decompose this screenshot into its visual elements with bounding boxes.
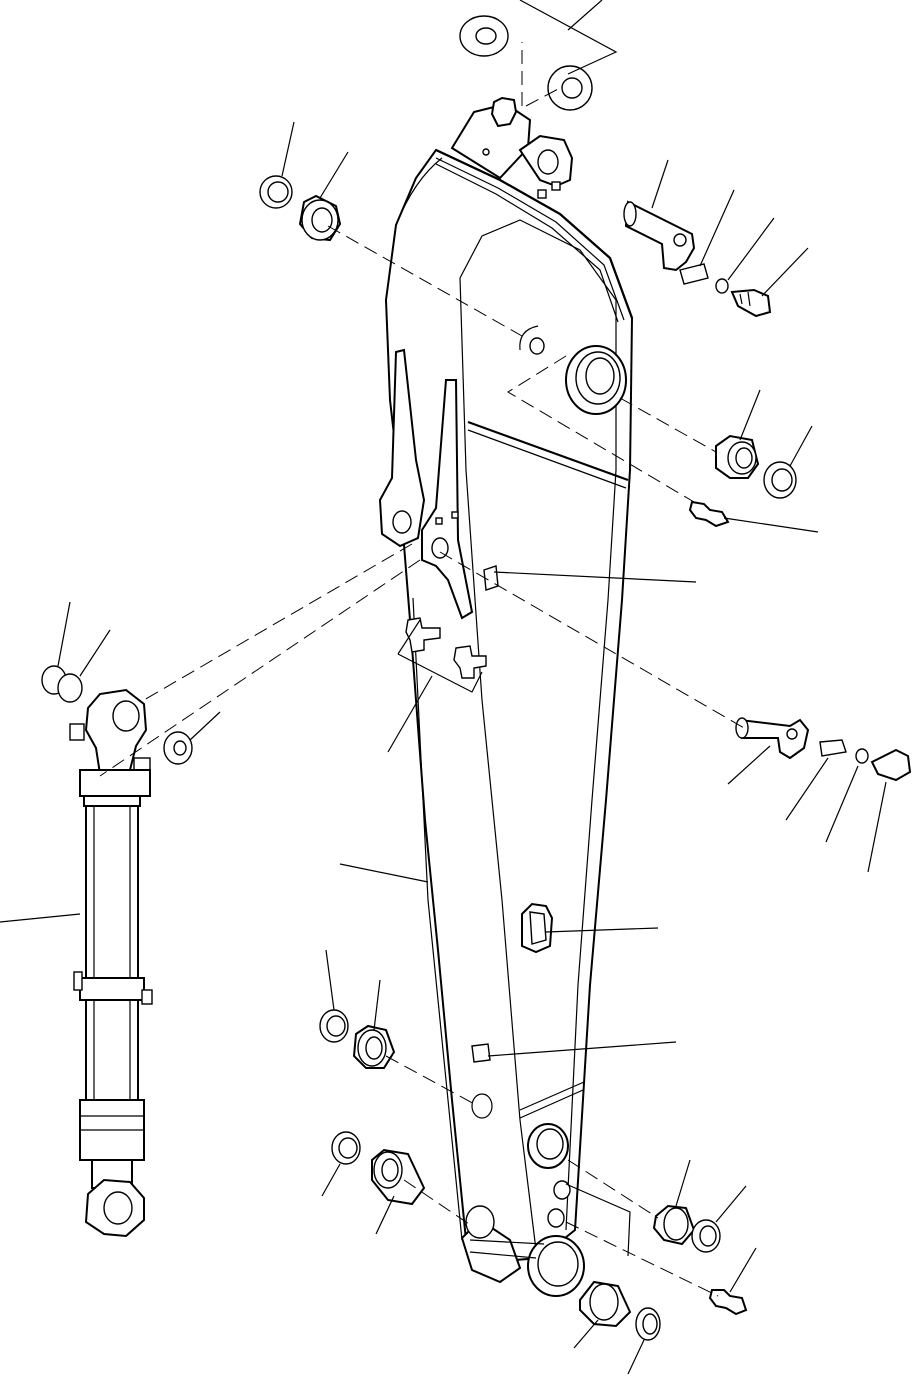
cylinder-shims [41, 665, 193, 765]
grease-fitting [688, 500, 730, 528]
bottom-boss [460, 1123, 585, 1297]
bushing [298, 194, 342, 242]
hydraulic-cylinder [69, 688, 153, 1238]
bottom-seal-ring [331, 1131, 361, 1165]
lower-seal-ring [319, 1009, 349, 1043]
top-bracket [450, 96, 574, 199]
top-pin [623, 200, 772, 318]
bottom-right-bushing [579, 1280, 661, 1341]
seal-ring [259, 175, 293, 209]
lower-bushing [352, 1024, 396, 1069]
shim [459, 15, 593, 111]
right-bushing [715, 434, 797, 499]
lower-grease-fitting [708, 1289, 748, 1316]
cylinder-mount-lugs [378, 348, 474, 620]
callout-leaders [0, 0, 887, 1375]
cylinder-mount-pin [735, 717, 912, 782]
arm [384, 148, 634, 1264]
cover-plate [521, 902, 554, 954]
alignment-lines [99, 42, 745, 1297]
side-clamps [405, 617, 487, 679]
upper-boss [519, 325, 627, 415]
group-brackets [397, 0, 631, 1257]
lower-right-bushing [652, 1204, 721, 1253]
bottom-bushing [371, 1148, 426, 1206]
pin-hole [471, 1093, 493, 1119]
